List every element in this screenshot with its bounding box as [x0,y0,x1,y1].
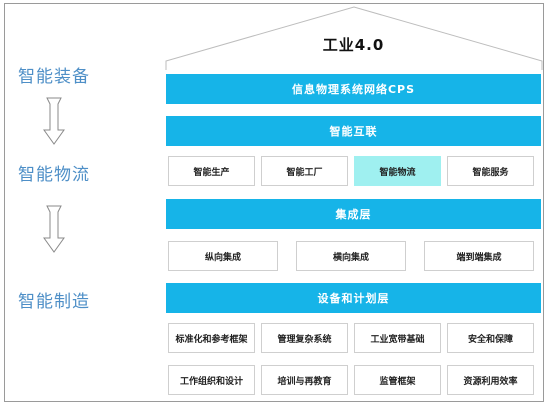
cell-standardization-reference: 标准化和参考框架 [168,323,255,353]
cell-smart-logistics: 智能物流 [354,156,441,186]
cell-vertical-integration: 纵向集成 [168,241,278,271]
side-label-smart-logistics: 智能物流 [18,165,90,185]
cell-complex-systems: 管理复杂系统 [261,323,348,353]
roof-outline [165,6,543,70]
diagram-frame [4,3,544,402]
cell-smart-factory: 智能工厂 [261,156,348,186]
side-label-smart-equipment: 智能装备 [18,67,90,87]
bar-cps: 信息物理系统网络CPS [166,74,541,104]
bar-equipment-planning-layer: 设备和计划层 [166,283,541,313]
industry-4-title: 工业4.0 [322,36,385,54]
cell-training: 培训与再教育 [261,365,348,395]
cell-smart-production: 智能生产 [168,156,255,186]
cell-safety-security: 安全和保障 [447,323,534,353]
cell-horizontal-integration: 横向集成 [296,241,406,271]
side-label-smart-manufacturing: 智能制造 [18,292,90,312]
cell-resource-efficiency: 资源利用效率 [447,365,534,395]
down-arrow-icon [43,205,65,253]
cell-smart-service: 智能服务 [447,156,534,186]
cell-work-organization: 工作组织和设计 [168,365,255,395]
cell-regulatory-framework: 监管框架 [354,365,441,395]
cell-broadband-infrastructure: 工业宽带基础 [354,323,441,353]
bar-smart-interconnect: 智能互联 [166,116,541,146]
bar-integration-layer: 集成层 [166,199,541,229]
cell-end-to-end-integration: 端到端集成 [424,241,534,271]
down-arrow-icon [43,97,65,145]
